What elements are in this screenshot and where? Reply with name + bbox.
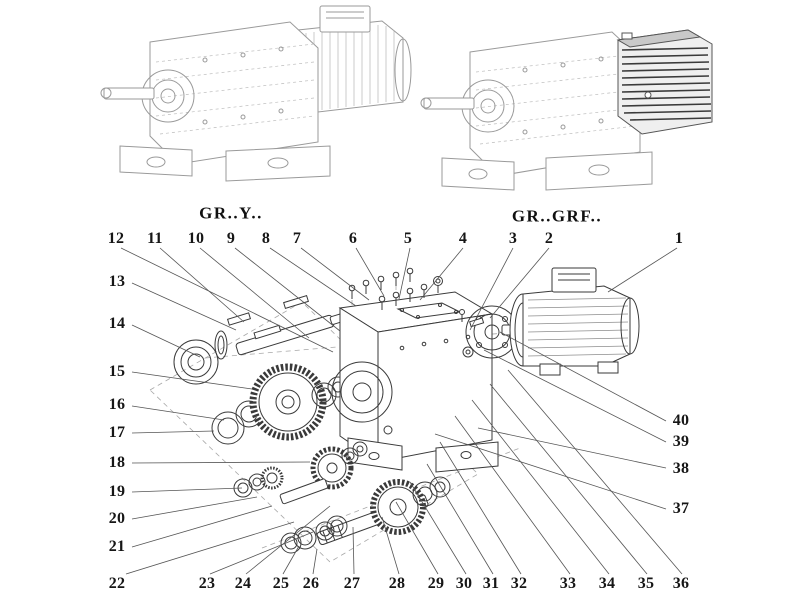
callout-24: 24	[234, 575, 252, 592]
leader-lines	[120, 247, 683, 575]
callout-1: 1	[674, 230, 684, 247]
callout-15: 15	[108, 363, 126, 380]
gear-housing	[331, 291, 499, 473]
callout-4: 4	[458, 230, 468, 247]
callout-6: 6	[348, 230, 358, 247]
callout-31: 31	[482, 575, 500, 592]
callout-36: 36	[672, 575, 690, 592]
callout-8: 8	[261, 230, 271, 247]
intermediate-gear	[310, 441, 368, 490]
finned-motor-block	[616, 29, 713, 135]
callout-39: 39	[672, 433, 690, 450]
eye-bolt	[433, 276, 443, 293]
callout-10: 10	[187, 230, 205, 247]
callout-22: 22	[108, 575, 126, 592]
washer	[214, 330, 228, 360]
machine-drawing-left	[100, 5, 412, 182]
callout-25: 25	[272, 575, 290, 592]
callout-19: 19	[108, 483, 126, 500]
output-shaft-assembly	[280, 476, 451, 554]
callout-35: 35	[637, 575, 655, 592]
machine-drawing-right	[420, 29, 713, 191]
callout-11: 11	[147, 230, 163, 247]
seal-ring	[173, 339, 219, 385]
callout-17: 17	[108, 424, 126, 441]
callout-12: 12	[107, 230, 125, 247]
callout-2: 2	[544, 230, 554, 247]
callout-5: 5	[403, 230, 413, 247]
callout-20: 20	[108, 510, 126, 527]
variant-title-left: GR..Y..	[199, 203, 263, 223]
helical-gear-large	[249, 363, 327, 441]
keys	[226, 294, 309, 326]
bolts	[348, 267, 443, 310]
variant-title-right: GR..GRF..	[511, 206, 603, 226]
motor	[501, 267, 640, 376]
callout-34: 34	[598, 575, 616, 592]
callout-14: 14	[108, 315, 126, 332]
callout-3: 3	[508, 230, 518, 247]
callout-26: 26	[302, 575, 320, 592]
callout-18: 18	[108, 454, 126, 471]
callout-38: 38	[672, 460, 690, 477]
callout-30: 30	[455, 575, 473, 592]
callout-9: 9	[226, 230, 236, 247]
callout-40: 40	[672, 412, 690, 429]
pinion-parts	[233, 466, 329, 505]
callout-33: 33	[559, 575, 577, 592]
callout-23: 23	[198, 575, 216, 592]
callout-28: 28	[388, 575, 406, 592]
callout-37: 37	[672, 500, 690, 517]
callout-27: 27	[343, 575, 361, 592]
callout-16: 16	[108, 396, 126, 413]
callout-29: 29	[427, 575, 445, 592]
bearings-input	[211, 400, 263, 445]
callout-13: 13	[108, 273, 126, 290]
exploded-view	[149, 267, 640, 563]
callout-32: 32	[510, 575, 528, 592]
callout-21: 21	[108, 538, 126, 555]
callout-7: 7	[292, 230, 302, 247]
